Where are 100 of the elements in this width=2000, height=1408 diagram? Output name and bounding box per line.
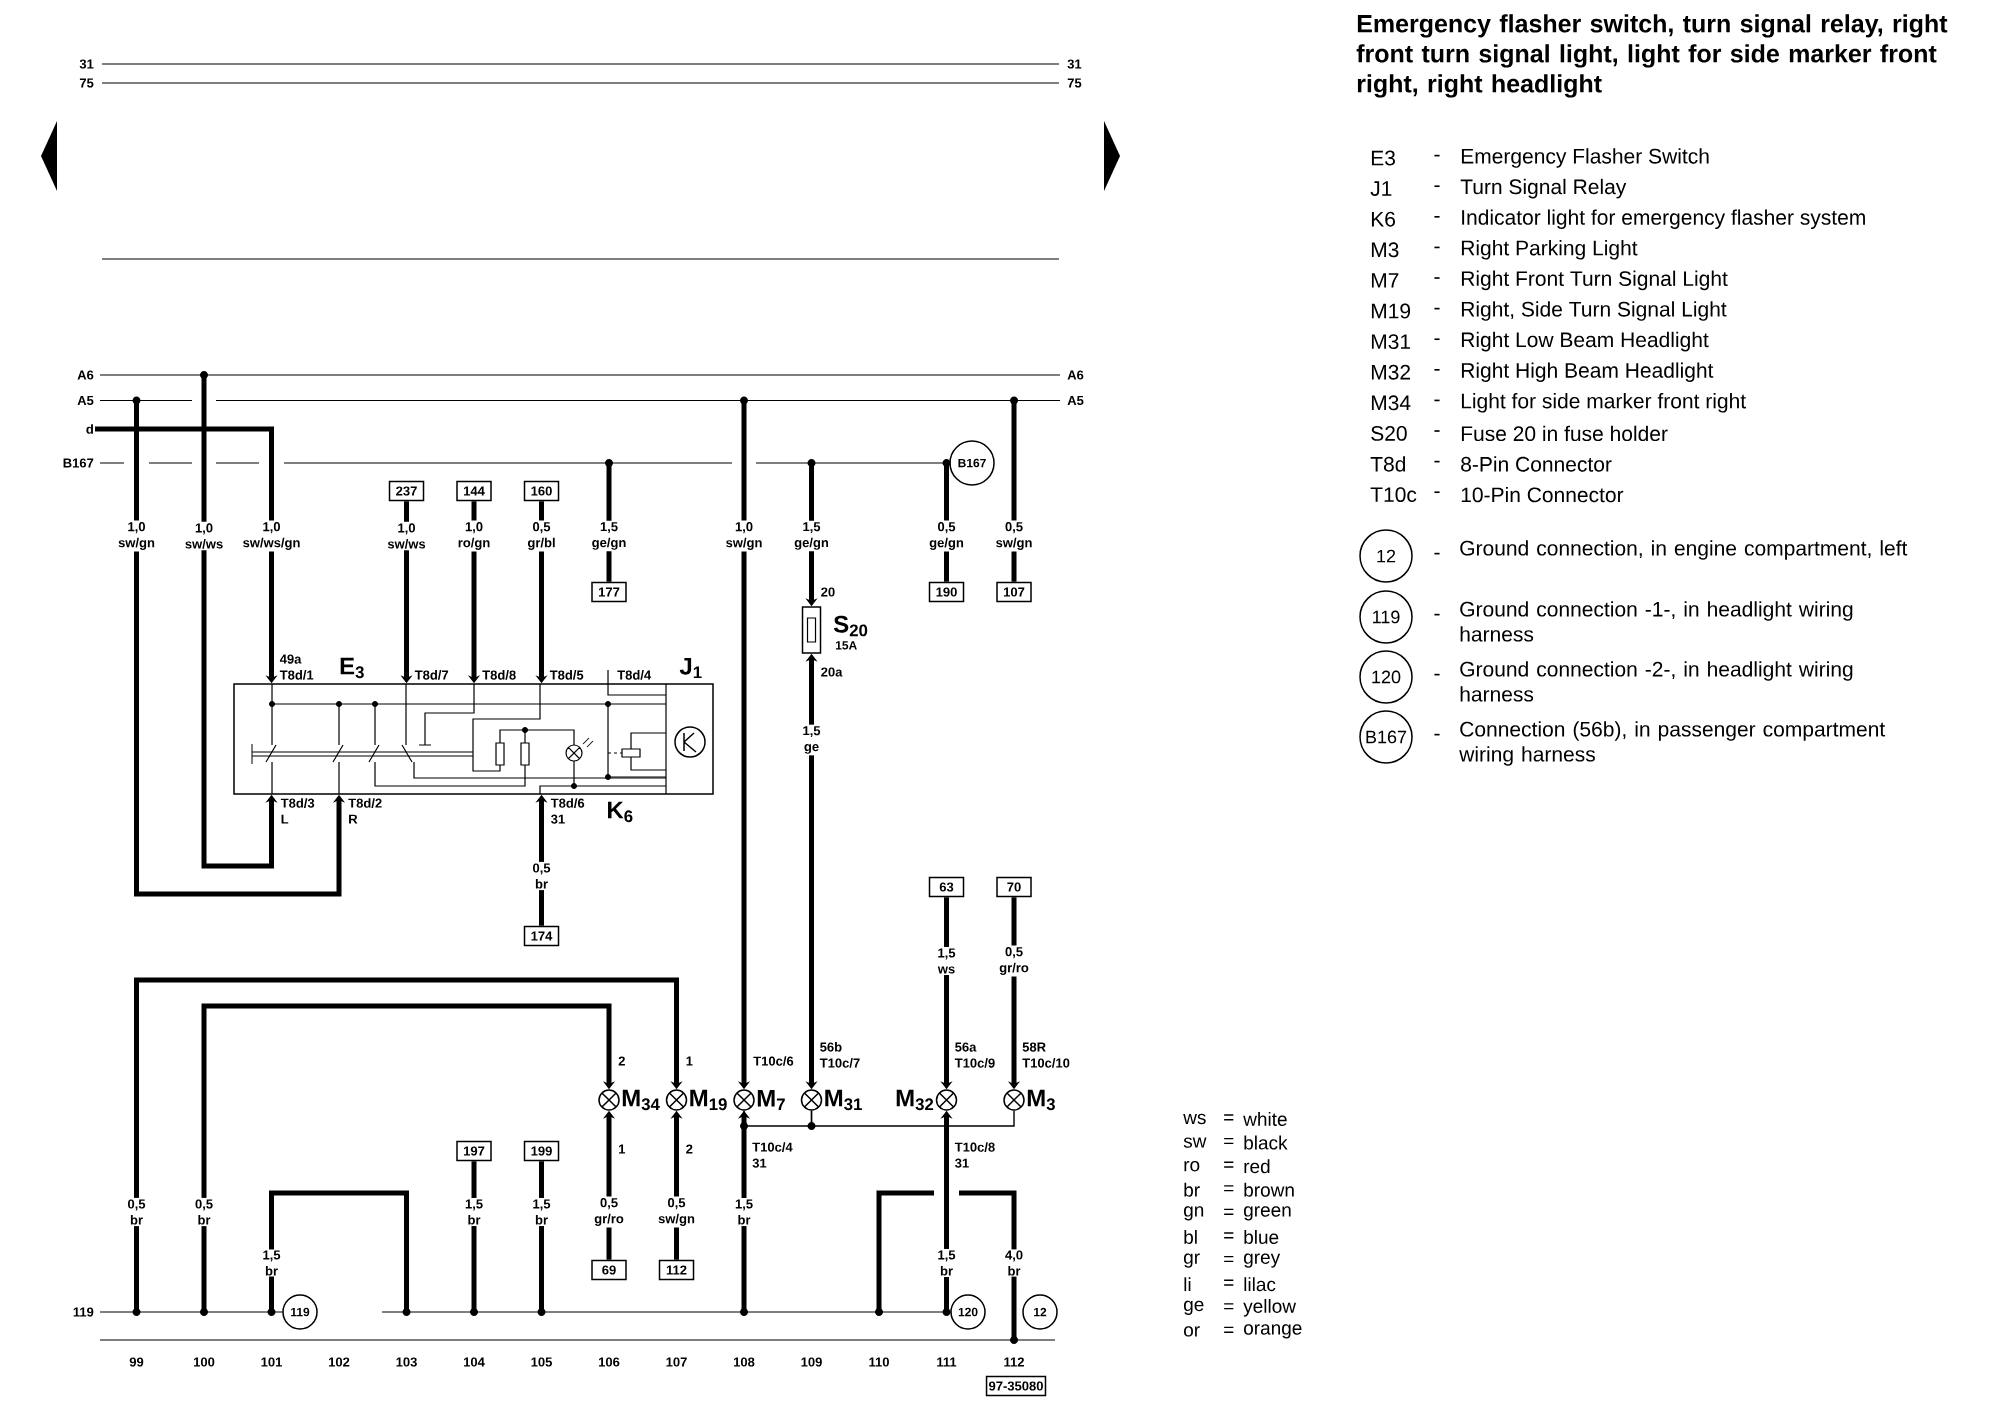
key-separator: - (1434, 277, 1440, 279)
key-separator: - (1434, 613, 1440, 616)
pin-label: 56a T10c/9 (954, 1042, 995, 1068)
component-description: 8-Pin Connector (1461, 456, 1612, 472)
key-separator: - (1434, 216, 1440, 218)
wire-label: 1,5 ge/gn (790, 520, 833, 552)
key-separator: - (1434, 154, 1440, 157)
component-code: M19 (1371, 303, 1411, 319)
reference-box: 237 (388, 480, 425, 502)
bus-line: A5 A5 (77, 395, 1084, 406)
pin-label: T8d/2 R (348, 798, 382, 824)
title: Emergency flasher switch, turn signal relay, right front turn signal light, light for side marker front right, right headlight (1356, 14, 1948, 98)
component-code: T10c (1370, 487, 1417, 503)
column-number: 112 (1004, 1357, 1024, 1367)
component-code: M31 (1371, 334, 1411, 350)
column-number: 100 (194, 1357, 215, 1367)
color-code: bl (1184, 1230, 1197, 1244)
wire-label: 1,5 br (460, 1197, 488, 1227)
wire-label: 1,0 sw/ws (182, 521, 226, 551)
pin-label: T8d/6 31 (550, 798, 585, 824)
wire (134, 977, 683, 1312)
equals-sign: = (1224, 1161, 1234, 1168)
equals-sign: = (1224, 1208, 1234, 1215)
color-code: gn (1184, 1206, 1204, 1221)
component-description: Turn Signal Relay (1460, 178, 1627, 199)
reference-box: 197 (456, 1140, 492, 1162)
wire-label: 1,5 ge/gn (587, 520, 631, 552)
column-number: 99 (129, 1357, 144, 1367)
key-separator: - (1434, 338, 1440, 341)
reference-box: 160 (523, 480, 560, 502)
reference-box: 107 (996, 581, 1032, 603)
equals-sign: = (1224, 1137, 1234, 1145)
color-name: grey (1244, 1253, 1281, 1268)
pin-label: T8d/3 L (280, 798, 315, 824)
pin-label: 20a (821, 667, 843, 677)
bus-line: B167 (63, 458, 951, 468)
equals-sign: = (1224, 1279, 1234, 1286)
color-code: ro (1184, 1161, 1200, 1172)
component-description: Fuse 20 in fuse holder (1461, 425, 1668, 442)
key-separator: - (1434, 552, 1440, 555)
color-name: blue (1244, 1230, 1279, 1244)
key-description: Connection (56b), in passenger compartment wiring harness (1459, 721, 1886, 766)
component-code: J1 (1370, 181, 1392, 196)
wire-label: 1,0 ro/gn (452, 520, 496, 552)
wire-label: 0,5 br (122, 1197, 151, 1227)
wire-label: 1,5 ws (932, 946, 961, 976)
wire-label: 1,5 br (932, 1248, 961, 1278)
color-name: brown (1244, 1182, 1294, 1197)
reference-box: 144 (456, 480, 492, 502)
pin-label: 2 (686, 1144, 693, 1154)
key-separator: - (1434, 491, 1440, 494)
color-name: lilac (1244, 1277, 1276, 1292)
drawing-number-box: 97-35080 (985, 1375, 1047, 1397)
wire-label: 1,0 sw/ws (385, 521, 428, 551)
color-name: green (1244, 1206, 1291, 1221)
reference-box: 112 (658, 1259, 695, 1281)
component-code: K6 (1371, 211, 1395, 227)
reference-box: 174 (523, 925, 560, 947)
wire-label: 0,5 br (527, 861, 556, 891)
key-separator: - (1434, 733, 1440, 736)
node-label: K$_{6}$ (608, 801, 633, 823)
key-separator: - (1434, 460, 1440, 463)
wire-label: 1,0 sw/ws/gn (238, 520, 305, 552)
bus-label: 31 (1067, 59, 1082, 69)
color-code: or (1184, 1326, 1200, 1337)
color-name: orange (1244, 1324, 1302, 1339)
column-number: 102 (329, 1357, 350, 1367)
equals-sign: = (1224, 1185, 1234, 1192)
wire-label: 0,5 sw/gn (655, 1196, 698, 1228)
wire-label: 1,0 sw/gn (722, 520, 766, 552)
component-description: Light for side marker front right (1461, 393, 1746, 413)
color-name: yellow (1243, 1298, 1297, 1317)
wire-label: 1,5 br (258, 1249, 285, 1277)
column-number: 109 (801, 1357, 822, 1367)
reference-box: 69 (591, 1259, 627, 1281)
reference-box: 177 (591, 581, 627, 603)
component-code: M3 (1371, 242, 1399, 258)
node-label: E$_{3}$ (340, 657, 364, 679)
color-code: ws (1183, 1113, 1206, 1125)
pin-label: 56b T10c/7 (819, 1042, 860, 1068)
wire-label: 1,5 ge (797, 724, 826, 756)
color-code: br (1184, 1182, 1200, 1197)
key-description: Ground connection -1-, in headlight wiring harness (1460, 601, 1853, 642)
component-description: Right Parking Light (1461, 240, 1638, 260)
component-code: M32 (1371, 364, 1410, 380)
pin-label: T10c/8 31 (954, 1142, 995, 1168)
component-code: M34 (1371, 395, 1411, 411)
equals-sign: = (1224, 1255, 1234, 1263)
component-code: T8d (1370, 456, 1406, 472)
color-code: gr (1184, 1253, 1200, 1268)
column-number: 105 (531, 1357, 552, 1367)
wire-label: 0,5 ge/gn (925, 520, 968, 552)
key-description: Ground connection, in engine compartment, left (1460, 540, 1908, 560)
component-description: Right Front Turn Signal Light (1461, 270, 1728, 291)
column-number: 107 (666, 1357, 687, 1367)
equals-sign: = (1224, 1114, 1234, 1121)
color-name: white (1243, 1112, 1287, 1126)
wire-label: 4,0 br (1000, 1249, 1028, 1277)
pin-label: 2 (618, 1056, 625, 1066)
pin-label: 20 (821, 587, 835, 597)
